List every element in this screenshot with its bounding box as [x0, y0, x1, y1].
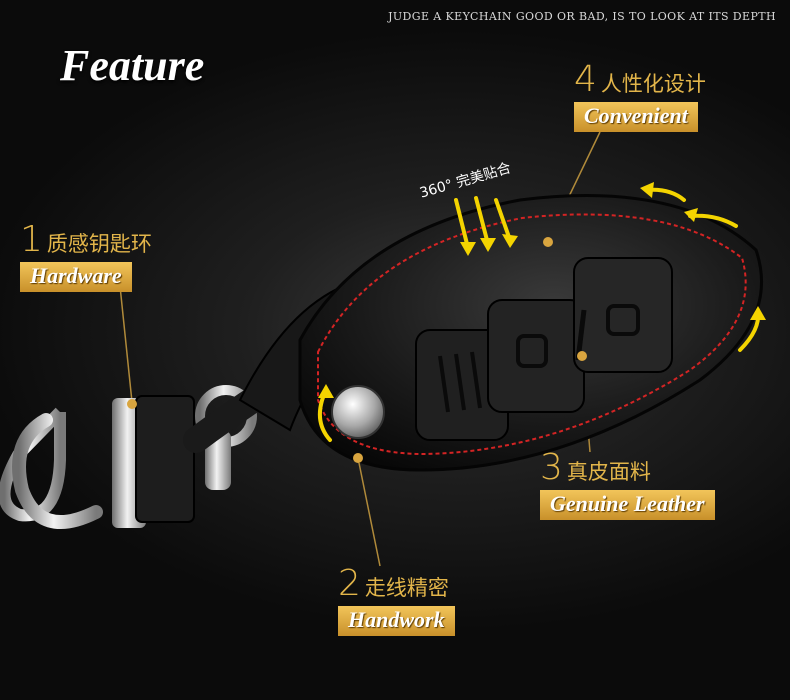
- callout-number: 3: [540, 447, 563, 488]
- snap-button-icon: [331, 385, 385, 439]
- callout-number: 4: [574, 59, 597, 100]
- callout-cn-label: 走线精密: [364, 576, 449, 600]
- callout-cn-label: 质感钥匙环: [46, 232, 152, 256]
- callout-en-label: Convenient: [574, 102, 698, 132]
- callout-convenient: 4 人性化设计 Convenient: [574, 62, 706, 132]
- keychain-clip-icon: [0, 357, 313, 530]
- callout-en-label: Hardware: [20, 262, 132, 292]
- stitching-line: [317, 213, 747, 456]
- callout-genuine-leather: 3 真皮面料 Genuine Leather: [540, 450, 715, 520]
- callout-handwork: 2 走线精密 Handwork: [338, 566, 455, 636]
- callout-hardware: 1 质感钥匙环 Hardware: [20, 222, 152, 292]
- leather-key-case-icon: [298, 194, 764, 472]
- callout-dots: [127, 237, 587, 463]
- tagline-text: JUDGE A KEYCHAIN GOOD OR BAD, IS TO LOOK…: [388, 10, 776, 23]
- callout-number: 2: [338, 563, 361, 604]
- feature-title: Feature: [60, 41, 205, 90]
- callout-number: 1: [20, 219, 43, 260]
- callout-cn-label: 人性化设计: [600, 72, 706, 96]
- callout-en-label: Genuine Leather: [540, 490, 715, 520]
- callout-en-label: Handwork: [338, 606, 455, 636]
- callout-cn-label: 真皮面料: [566, 460, 651, 484]
